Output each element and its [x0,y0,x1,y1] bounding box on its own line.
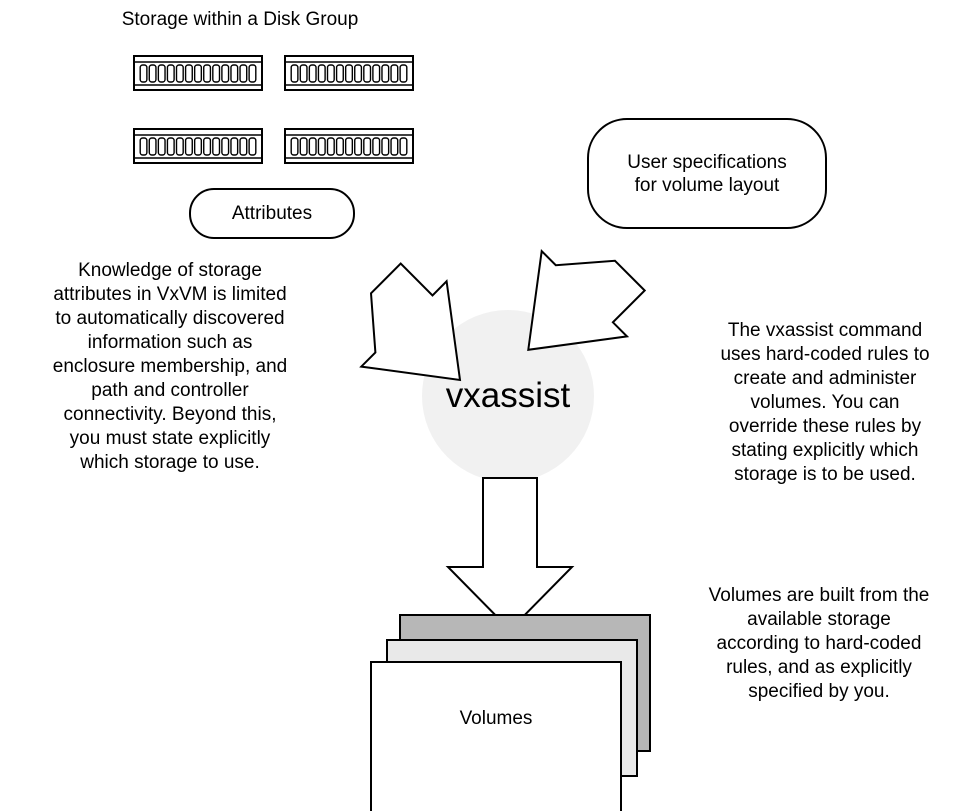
disk-slot [399,137,408,156]
note-line: specified by you. [748,681,890,702]
note-line: information such as [87,332,253,353]
disk-slot [239,137,248,156]
disk-slot [299,137,308,156]
disk-slot [326,137,335,156]
disk-slot [148,64,157,83]
disk-slot [203,137,212,156]
disk-slot [193,64,203,83]
disk-slot [390,64,399,83]
note-line: volumes. You can [750,392,900,413]
disk-slot [166,64,175,83]
disk-slot [354,64,363,83]
note-line: storage is to be used. [734,464,916,485]
note-line: create and administer [733,368,917,389]
disk-slot [299,64,308,83]
note-line: enclosure membership, and [52,356,288,377]
disk-slot [212,64,221,83]
disk-slot [175,137,184,156]
attributes-label: Attributes [231,202,313,224]
vxassist-hub: vxassist [422,310,594,482]
disk-slot [344,64,354,83]
note-line: stating explicitly which [731,440,919,461]
disk-slot [290,64,299,83]
disk-slot [344,137,354,156]
vxassist-rules-note: The vxassist command uses hard-coded rul… [680,319,959,487]
disk-slot [184,64,193,83]
volume-sheet-front [370,661,622,811]
volumes-label: Volumes [459,708,533,729]
disk-slot [157,137,166,156]
disk-slot [290,137,299,156]
note-line: connectivity. Beyond this, [63,404,277,425]
arrow-from-attributes [359,262,462,382]
note-line: Knowledge of storage [78,260,262,281]
disk-slot [399,64,408,83]
diagram-title: Storage within a Disk Group [121,9,359,30]
disk-slot [248,137,257,156]
disk-slot [372,137,381,156]
volumes-box: Volumes [370,689,622,749]
disk-slot [363,137,372,156]
volumes-built-note: Volumes are built from the available sto… [664,584,959,704]
note-line: Volumes are built from the [708,585,930,606]
user-spec-line: User specifications [627,151,787,173]
vxassist-label: vxassist [445,376,571,415]
disk-slot [326,64,335,83]
note-line: uses hard-coded rules to [720,344,930,365]
disk-slot [335,64,344,83]
disk-slot [203,64,212,83]
disk-slot [230,137,239,156]
disk-slot [354,137,363,156]
note-line: path and controller [91,380,249,401]
disk-group-storage [133,55,414,164]
flow-arrows [359,248,647,632]
note-line: according to hard-coded [716,633,922,654]
disk-slot [221,64,230,83]
disk-slot [239,64,248,83]
note-line: to automatically discovered [55,308,285,329]
user-spec-line: for volume layout [634,174,780,196]
disk-enclosure-icon [284,128,414,164]
disk-slot [184,137,193,156]
note-line: The vxassist command [727,320,923,341]
disk-slot [230,64,239,83]
note-line: which storage to use. [80,452,260,473]
disk-slot [139,64,148,83]
arrow-to-volumes [445,477,575,632]
note-line: override these rules by [728,416,922,437]
user-specifications-box: User specifications for volume layout [587,118,827,229]
disk-slot [335,137,344,156]
disk-slot [248,64,257,83]
disk-slot [148,137,157,156]
disk-enclosure-icon [133,128,263,164]
disk-slot [212,137,221,156]
disk-slot [381,137,390,156]
note-line: available storage [747,609,891,630]
attributes-box: Attributes [189,188,355,239]
storage-knowledge-note: Knowledge of storage attributes in VxVM … [0,259,340,475]
disk-slot [317,64,326,83]
disk-slot [381,64,390,83]
disk-slot [193,137,203,156]
note-line: rules, and as explicitly [726,657,912,678]
disk-slot [221,137,230,156]
note-line: you must state explicitly [69,428,271,449]
disk-slot [363,64,372,83]
note-line: attributes in VxVM is limited [53,284,287,305]
disk-slot [390,137,399,156]
disk-slot [157,64,166,83]
disk-slot [308,64,317,83]
arrow-from-user-specifications [527,248,647,351]
disk-slot [139,137,148,156]
disk-enclosure-icon [133,55,263,91]
disk-slot [308,137,317,156]
disk-slot [372,64,381,83]
disk-slot [175,64,184,83]
disk-slot [317,137,326,156]
user-specifications-text: User specifications for volume layout [627,151,786,197]
disk-slot [166,137,175,156]
disk-enclosure-icon [284,55,414,91]
